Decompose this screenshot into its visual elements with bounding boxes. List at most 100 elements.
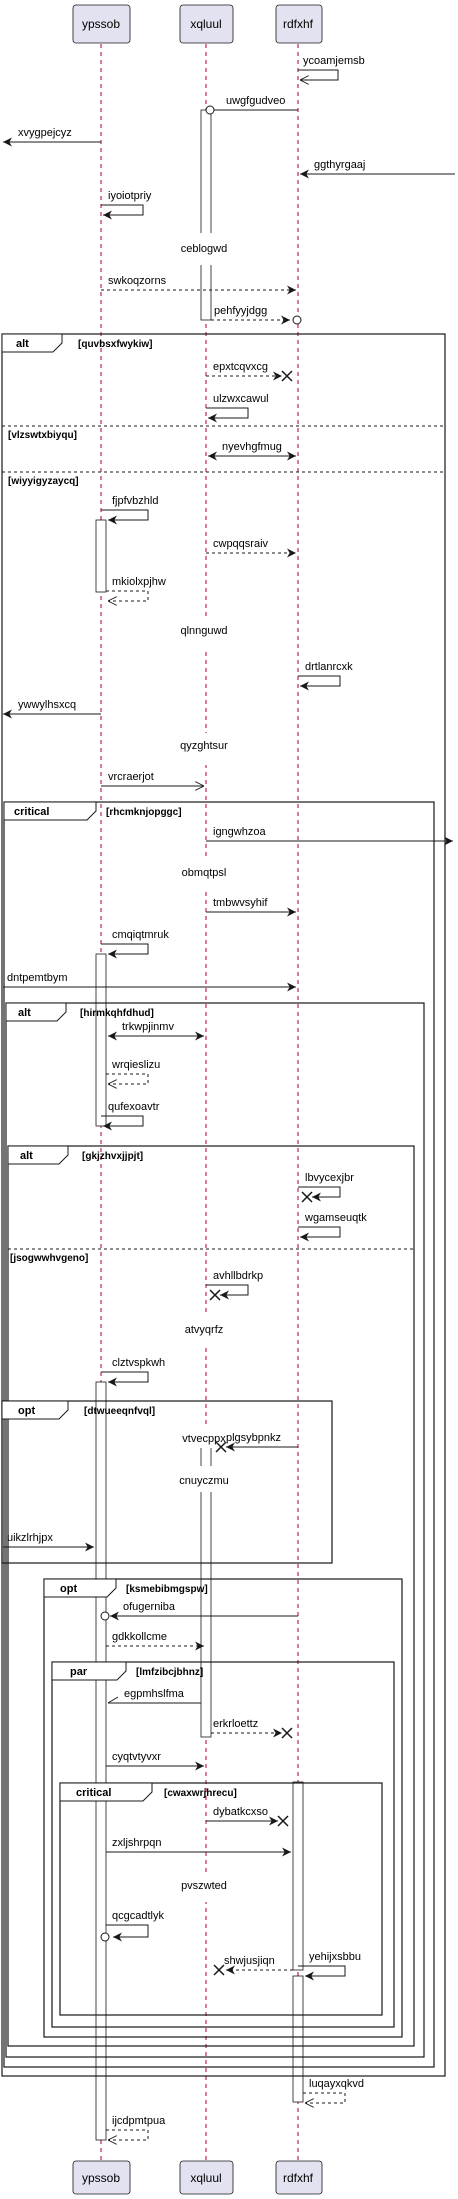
message-igngwhzoa[interactable]: igngwhzoa bbox=[206, 826, 453, 846]
svg-text:wgamseuqtk: wgamseuqtk bbox=[304, 1212, 367, 1224]
message-uikzlrhjpx[interactable]: uikzlrhjpx bbox=[3, 1532, 94, 1552]
message-yehijxsbbu[interactable]: yehijxsbbu bbox=[298, 1951, 361, 1981]
participant-rdfxhf-top[interactable]: rdfxhf bbox=[275, 4, 323, 44]
activation-bar bbox=[292, 1781, 304, 1971]
svg-text:cwpqqsraiv: cwpqqsraiv bbox=[213, 538, 269, 550]
svg-text:egpmhslfma: egpmhslfma bbox=[124, 1688, 185, 1700]
message-cwpqqsraiv[interactable]: cwpqqsraiv bbox=[206, 538, 296, 558]
svg-text:ulzwxcawul: ulzwxcawul bbox=[213, 393, 269, 405]
svg-text:shwjusjiqn: shwjusjiqn bbox=[224, 1955, 275, 1967]
message-cyqtvtyvxr[interactable]: cyqtvtyvxr bbox=[106, 1751, 204, 1771]
message-ijcdpmtpua[interactable]: ijcdpmtpua bbox=[106, 2115, 166, 2140]
message-clztvspkwh[interactable]: clztvspkwh bbox=[101, 1357, 165, 1387]
message-erkrloettz[interactable]: erkrloettz bbox=[211, 1718, 293, 1739]
svg-text:tmbwvsyhif: tmbwvsyhif bbox=[213, 897, 268, 909]
fragment-tab bbox=[3, 801, 97, 821]
activation-bar bbox=[95, 519, 107, 593]
svg-text:atvyqrfz: atvyqrfz bbox=[185, 1324, 224, 1336]
fragment-guard: [rhcmknjopggc] bbox=[106, 807, 182, 818]
activation-bar bbox=[95, 953, 107, 1127]
fragment-tab bbox=[43, 1578, 117, 1598]
message-epxtcqvxcg[interactable]: epxtcqvxcg bbox=[206, 361, 293, 382]
message-pehfyyjdgg[interactable]: pehfyyjdgg bbox=[211, 305, 302, 325]
fragment-alt-hirmkqhfdhud bbox=[5, 1002, 425, 2058]
message-cmqiqtmruk[interactable]: cmqiqtmruk bbox=[101, 929, 169, 959]
message-trkwpjinmv[interactable]: trkwpjinmv bbox=[108, 1021, 204, 1041]
participant-label: ypssob bbox=[82, 2171, 120, 2185]
fragment-guard: [cwaxwrjhrecu] bbox=[164, 1788, 237, 1799]
message-ofugerniba[interactable]: ofugerniba bbox=[100, 1601, 298, 1621]
svg-text:ijcdpmtpua: ijcdpmtpua bbox=[112, 2115, 166, 2127]
message-zxljshrpqn[interactable]: zxljshrpqn bbox=[106, 1837, 291, 1857]
message-wrqieslizu[interactable]: wrqieslizu bbox=[106, 1059, 160, 1084]
fragment-critical-cwaxwrjhrecu bbox=[59, 1782, 383, 2016]
message-egpmhslfma[interactable]: egpmhslfma bbox=[107, 1688, 201, 1704]
message-nyevhgfmug[interactable]: nyevhgfmug bbox=[208, 441, 296, 461]
message-plgsybpnkz[interactable]: plgsybpnkz bbox=[215, 1432, 298, 1453]
message-dybatkcxso[interactable]: dybatkcxso bbox=[206, 1806, 289, 1827]
svg-text:erkrloettz: erkrloettz bbox=[213, 1718, 258, 1730]
svg-text:mkiolxpjhw: mkiolxpjhw bbox=[112, 576, 166, 588]
participant-ypssob-top[interactable]: ypssob bbox=[72, 4, 131, 44]
svg-text:avhllbdrkp: avhllbdrkp bbox=[213, 1270, 263, 1282]
fragment-tab bbox=[7, 1145, 69, 1165]
message-swkoqzorns[interactable]: swkoqzorns bbox=[101, 275, 296, 295]
participant-ypssob-bottom[interactable]: ypssob bbox=[72, 2160, 131, 2195]
divider-cnuyczmu: cnuyczmu bbox=[170, 1466, 238, 1492]
message-shwjusjiqn[interactable]: shwjusjiqn bbox=[213, 1955, 293, 1976]
message-ggthyrgaaj[interactable]: ggthyrgaaj bbox=[300, 159, 455, 179]
svg-text:igngwhzoa: igngwhzoa bbox=[213, 826, 266, 838]
message-gdkkollcme[interactable]: gdkkollcme bbox=[106, 1631, 204, 1651]
message-luqayxqkvd[interactable]: luqayxqkvd bbox=[303, 2078, 364, 2103]
svg-text:uikzlrhjpx: uikzlrhjpx bbox=[7, 1532, 53, 1544]
fragment-guard: [hirmkqhfdhud] bbox=[80, 1008, 154, 1019]
message-wgamseuqtk[interactable]: wgamseuqtk bbox=[298, 1212, 367, 1242]
divider-pvszwted: pvszwted bbox=[170, 1872, 238, 1902]
message-ycoamjemsb[interactable]: ycoamjemsb bbox=[298, 55, 365, 80]
message-ulzwxcawul[interactable]: ulzwxcawul bbox=[206, 393, 269, 423]
fragment-guard: [dtwueeqnfvql] bbox=[84, 1406, 155, 1417]
divider-qyzghtsur: qyzghtsur bbox=[170, 733, 238, 765]
fragment-kind: opt bbox=[18, 1405, 35, 1417]
participant-rdfxhf-bottom[interactable]: rdfxhf bbox=[275, 2160, 323, 2195]
svg-text:ycoamjemsb: ycoamjemsb bbox=[303, 55, 365, 67]
message-dntpemtbym[interactable]: dntpemtbym bbox=[3, 972, 296, 992]
participant-label: rdfxhf bbox=[283, 17, 314, 31]
svg-text:pvszwted: pvszwted bbox=[181, 1880, 227, 1892]
svg-text:dybatkcxso: dybatkcxso bbox=[213, 1806, 268, 1818]
svg-text:vrcraerjot: vrcraerjot bbox=[108, 771, 154, 783]
participant-xqluul-top[interactable]: xqluul bbox=[179, 4, 234, 44]
fragment-alt-quvbsxfwykiw bbox=[1, 333, 446, 2077]
message-qufexoavtr[interactable]: qufexoavtr bbox=[101, 1101, 160, 1131]
message-drtlanrcxk[interactable]: drtlanrcxk bbox=[298, 661, 353, 691]
message-qcgcadtlyk[interactable]: qcgcadtlyk bbox=[100, 1910, 164, 1942]
message-avhllbdrkp[interactable]: avhllbdrkp bbox=[206, 1270, 263, 1301]
svg-text:plgsybpnkz: plgsybpnkz bbox=[226, 1432, 281, 1444]
message-ywwylhsxcq[interactable]: ywwylhsxcq bbox=[3, 699, 101, 719]
activation-bar bbox=[200, 109, 212, 321]
message-xvygpejcyz[interactable]: xvygpejcyz bbox=[3, 127, 101, 147]
message-fjpfvbzhld[interactable]: fjpfvbzhld bbox=[101, 495, 158, 525]
svg-text:pehfyyjdgg: pehfyyjdgg bbox=[214, 305, 267, 317]
participant-xqluul-bottom[interactable]: xqluul bbox=[179, 2160, 234, 2195]
fragment-kind: alt bbox=[20, 1150, 33, 1162]
fragment-guard: [ksmebibmgspw] bbox=[126, 1584, 208, 1595]
message-lbvycexjbr[interactable]: lbvycexjbr bbox=[298, 1172, 354, 1203]
svg-text:luqayxqkvd: luqayxqkvd bbox=[309, 2078, 364, 2090]
fragment-kind: par bbox=[70, 1666, 88, 1678]
participant-label: rdfxhf bbox=[283, 2171, 314, 2185]
message-uwgfgudveo[interactable]: uwgfgudveo bbox=[205, 95, 298, 115]
else-guard: [wiyyigyzaycq] bbox=[8, 476, 79, 487]
svg-text:qcgcadtlyk: qcgcadtlyk bbox=[112, 1910, 164, 1922]
activation-bar bbox=[95, 1381, 107, 2141]
message-vrcraerjot[interactable]: vrcraerjot bbox=[101, 771, 204, 786]
fragment-kind: alt bbox=[16, 338, 29, 350]
message-mkiolxpjhw[interactable]: mkiolxpjhw bbox=[106, 576, 166, 601]
svg-text:dntpemtbym: dntpemtbym bbox=[7, 972, 68, 984]
else-guard: [jsogwwhvgeno] bbox=[10, 1253, 88, 1264]
message-tmbwvsyhif[interactable]: tmbwvsyhif bbox=[206, 897, 296, 917]
message-iyoiotpriy[interactable]: iyoiotpriy bbox=[101, 190, 152, 220]
fragment-tab bbox=[1, 333, 63, 353]
divider-qlnnguwd: qlnnguwd bbox=[172, 616, 236, 648]
